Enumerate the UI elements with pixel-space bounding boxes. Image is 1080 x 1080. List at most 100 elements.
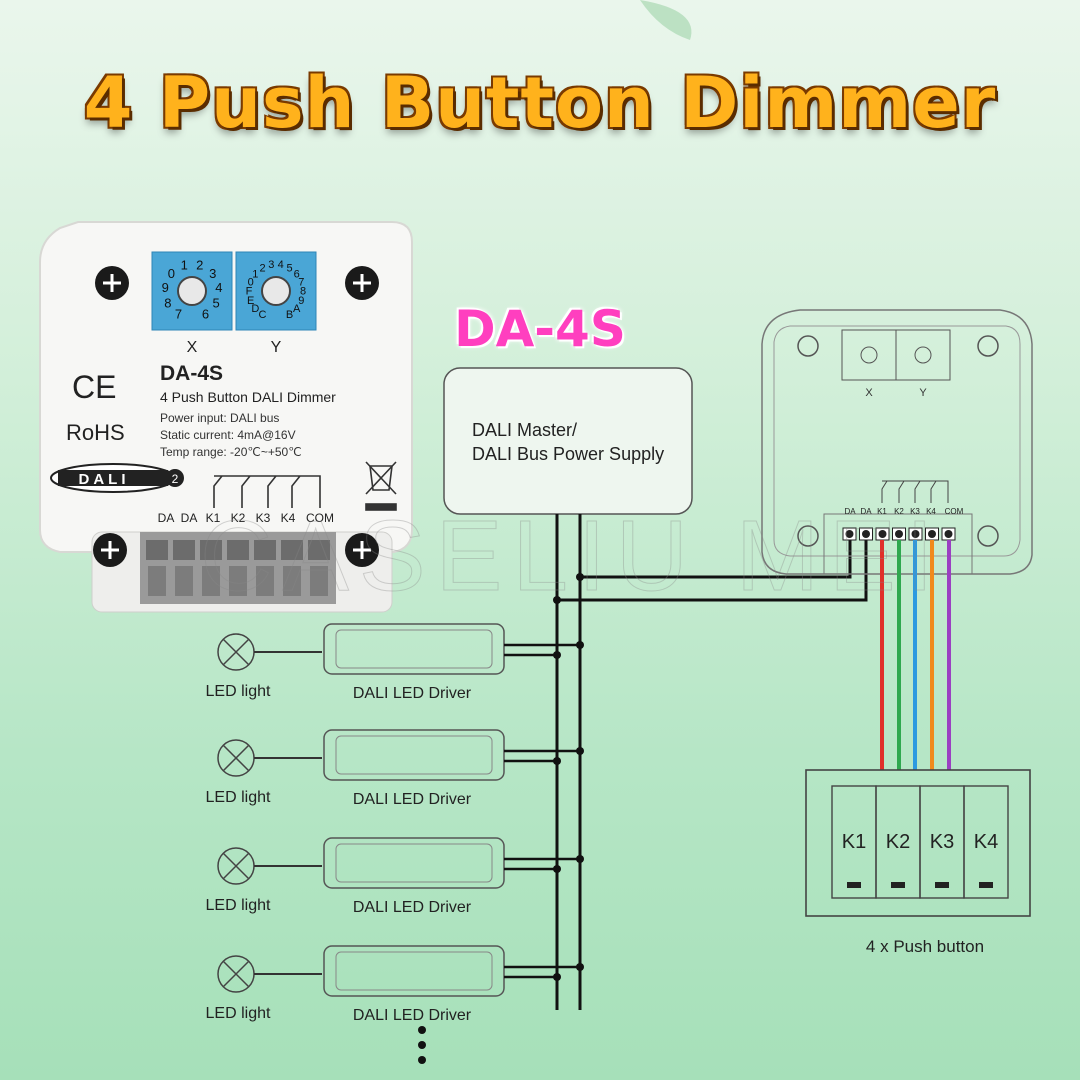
led-light-label: LED light	[206, 1005, 271, 1022]
diagram-terminal-label: DA	[844, 507, 856, 516]
dali-master-box: DALI Master/ DALI Bus Power Supply	[443, 367, 693, 515]
dali-logo: DALI 2	[50, 463, 184, 493]
dial-digit: 0	[248, 276, 254, 288]
diagram-terminal-label: K2	[894, 507, 904, 516]
dali-driver-label: DALI LED Driver	[353, 899, 472, 916]
dial-digit: C	[259, 309, 267, 321]
terminal-screw	[308, 540, 330, 560]
watermark: CASELIU MEI	[200, 500, 944, 612]
dial-digit: 2	[196, 257, 203, 272]
continuation-dots	[418, 1026, 426, 1064]
dial-digit: D	[251, 303, 259, 315]
push-button-key	[963, 785, 1009, 899]
dial-digit: 6	[294, 268, 300, 280]
terminal-screw	[200, 540, 222, 560]
dali-driver-label: DALI LED Driver	[353, 791, 472, 808]
led-light-label: LED light	[206, 683, 271, 700]
bus-junction	[553, 596, 561, 604]
diagram-terminal-label: COM	[945, 507, 964, 516]
dial-digit: E	[247, 295, 254, 307]
dali-driver-icon	[323, 945, 505, 997]
push-button-wires	[880, 540, 951, 770]
terminal-label: DA	[158, 511, 175, 525]
diagram-terminal-label: K3	[910, 507, 920, 516]
key-indicator	[847, 882, 861, 888]
dial-digit: 4	[215, 280, 222, 295]
rohs-mark: RoHS	[66, 420, 125, 445]
push-button-key-label: K2	[886, 831, 910, 853]
dial-digit: F	[246, 286, 253, 298]
dali-driver-label: DALI LED Driver	[353, 685, 472, 702]
leaf-decoration	[640, 0, 692, 40]
push-button-key-label: K1	[842, 831, 866, 853]
dial-digit: 3	[268, 259, 274, 271]
key-indicator	[979, 882, 993, 888]
dial-digit: 9	[298, 295, 304, 307]
diagram-dial-x-label: X	[865, 387, 873, 399]
dial-digit: 1	[181, 257, 188, 272]
dial-digit: 5	[286, 262, 292, 274]
dial-digit: 2	[259, 262, 265, 274]
terminal-slot	[229, 566, 247, 596]
dial-y-label: Y	[271, 339, 282, 356]
screw-icon	[345, 266, 379, 300]
terminal-label: COM	[306, 511, 334, 525]
terminal-block	[140, 532, 336, 604]
dial-digit: 5	[213, 295, 220, 310]
dali-driver-label: DALI LED Driver	[353, 1007, 472, 1024]
device-desc: 4 Push Button DALI Dimmer	[160, 389, 336, 405]
terminal-slot	[148, 566, 166, 596]
dial-digit: 4	[278, 259, 284, 271]
screw-icon	[93, 533, 127, 567]
key-indicator	[935, 882, 949, 888]
terminal-slot	[256, 566, 274, 596]
dial-digit: 0	[168, 266, 175, 281]
terminal-label: K4	[281, 511, 296, 525]
push-button-key-label: K3	[930, 831, 954, 853]
master-line1: DALI Master/	[472, 420, 577, 440]
dial-digit: 8	[164, 295, 171, 310]
master-line2: DALI Bus Power Supply	[472, 444, 664, 464]
diagram-dial-y-label: Y	[919, 387, 927, 399]
dial-digit: 3	[209, 266, 216, 281]
dial-digit: 7	[298, 276, 304, 288]
terminal-label: DA	[181, 511, 198, 525]
dial-digit: 1	[252, 268, 258, 280]
driver-row: LED light DALI LED Driver	[206, 623, 580, 702]
dial-digit: 6	[202, 307, 209, 322]
dial-digit: A	[293, 303, 301, 315]
driver-row: LED light DALI LED Driver	[206, 837, 580, 916]
driver-row: LED light DALI LED Driver	[206, 729, 580, 808]
terminal-slot	[175, 566, 193, 596]
svg-text:DALI: DALI	[79, 471, 130, 488]
diagram-terminal-label: K4	[926, 507, 936, 516]
bus-junction	[576, 573, 584, 581]
terminal-slot	[310, 566, 328, 596]
dial-digit: 8	[300, 286, 306, 298]
dali-driver-icon	[323, 623, 505, 675]
terminal-slot	[202, 566, 220, 596]
page-title: 4 Push Button Dimmer	[83, 62, 997, 144]
svg-text:2: 2	[172, 472, 179, 486]
terminal-label: K2	[231, 511, 246, 525]
dial-x-label: X	[187, 339, 198, 356]
terminal-slot	[283, 566, 301, 596]
dali-driver-icon	[323, 729, 505, 781]
dial-digit: 9	[162, 280, 169, 295]
push-button-key-label: K4	[974, 831, 998, 853]
screw-icon	[95, 266, 129, 300]
device-model: DA-4S	[160, 362, 223, 385]
device-power: Power input: DALI bus	[160, 411, 279, 425]
diagram-terminal-label: DA	[860, 507, 872, 516]
led-light-label: LED light	[206, 789, 271, 806]
led-light-label: LED light	[206, 897, 271, 914]
dali-driver-icon	[323, 837, 505, 889]
device-current: Static current: 4mA@16V	[160, 428, 296, 442]
